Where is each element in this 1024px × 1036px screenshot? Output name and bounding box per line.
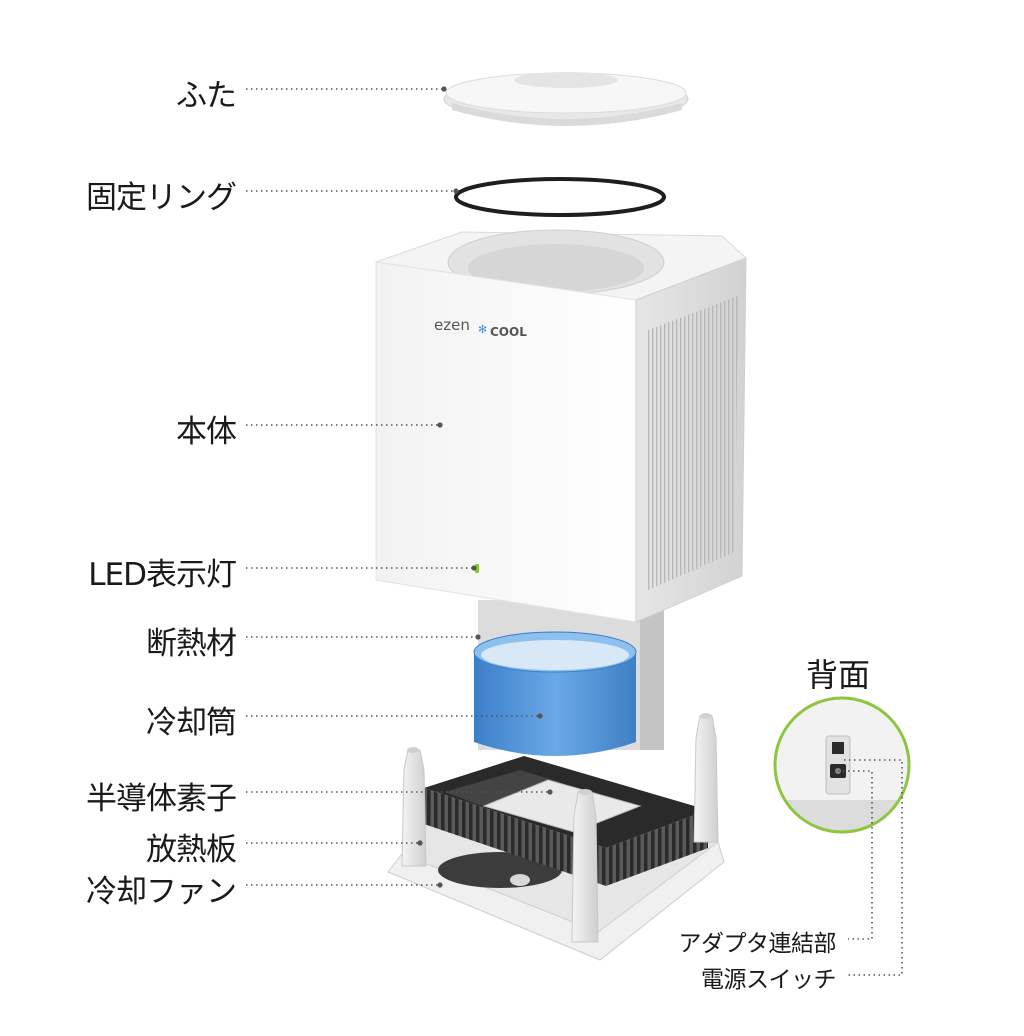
label-switch: 電源スイッチ [701, 967, 837, 993]
label-heatsink: 放熱板 [146, 832, 237, 868]
label-led: LED表示灯 [88, 557, 237, 593]
base-assembly [387, 713, 725, 961]
label-ring: 固定リング [86, 180, 237, 216]
cooling-cylinder-part [473, 631, 637, 756]
ring-part [454, 177, 666, 217]
label-adapter: アダプタ連結部 [678, 931, 837, 957]
main-body-part: ezen ✻ COOL [375, 229, 747, 623]
peltier-part [482, 779, 642, 833]
back-view-inset [773, 696, 911, 834]
leader-lines [246, 88, 903, 976]
led-indicator [475, 564, 479, 573]
leader-dots [417, 86, 553, 888]
label-insulation: 断熱材 [146, 626, 237, 662]
label-peltier: 半導体素子 [86, 781, 237, 817]
brand-right: COOL [490, 325, 527, 339]
label-body: 本体 [176, 414, 237, 450]
back-view-title: 背面 [806, 656, 871, 694]
label-cooling-cylinder: 冷却筒 [146, 705, 237, 741]
svg-text:✻: ✻ [478, 323, 487, 336]
fan-part [438, 852, 562, 888]
lid-part [443, 72, 689, 126]
power-switch-graphic [832, 742, 844, 754]
brand-left: ezen [434, 316, 470, 334]
label-fan: 冷却ファン [86, 874, 237, 910]
label-lid: ふた [176, 78, 237, 114]
